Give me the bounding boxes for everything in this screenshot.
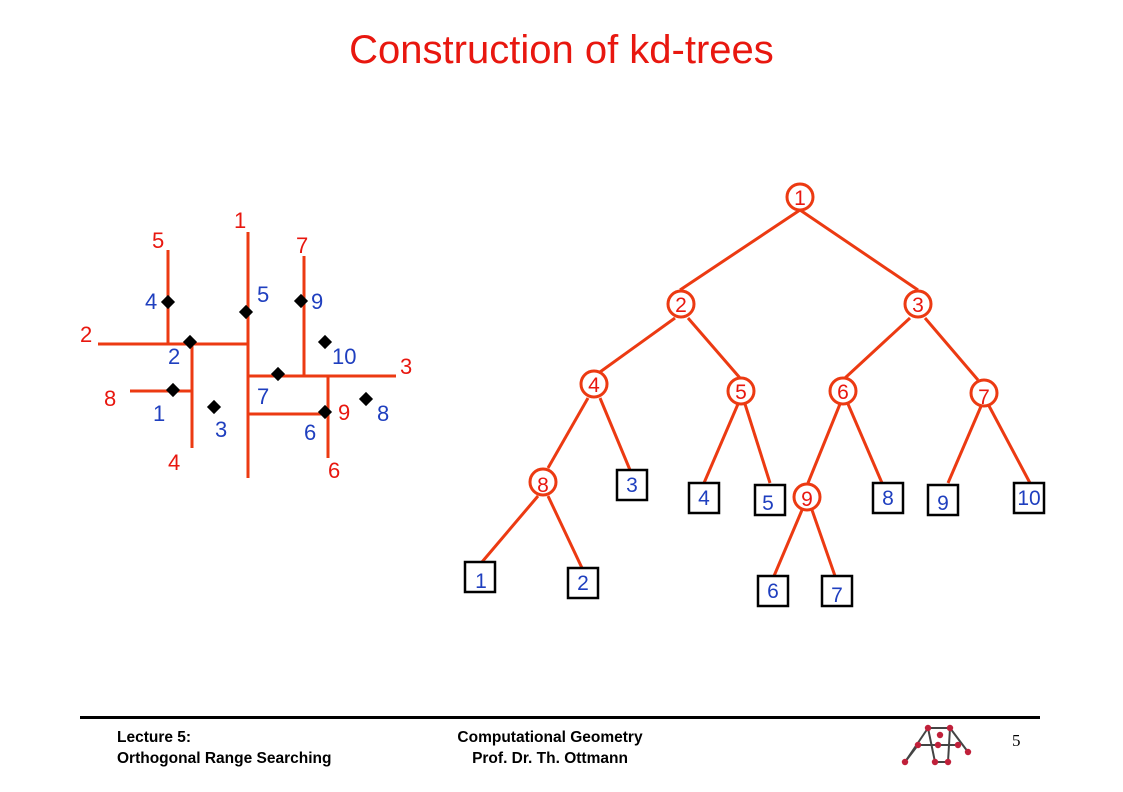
tree-node-labels: 1 2 3 4 5 6 7 8 9 bbox=[537, 187, 990, 511]
tree-node-label-8: 8 bbox=[537, 474, 549, 497]
split-label-8: 8 bbox=[104, 386, 116, 411]
tree-leaf-9 bbox=[926, 483, 960, 517]
tree-leaf-label-2: 2 bbox=[577, 572, 589, 595]
footer-course-line1: Computational Geometry bbox=[457, 729, 643, 746]
point-label-7: 7 bbox=[257, 384, 269, 409]
tree-leaf-1 bbox=[463, 560, 497, 594]
tree-internal-nodes bbox=[528, 182, 999, 512]
point-marker-4 bbox=[160, 294, 176, 310]
tree-node-3 bbox=[903, 289, 933, 319]
tree-node-label-5: 5 bbox=[735, 381, 747, 404]
tree-leaf-label-1: 1 bbox=[475, 570, 487, 593]
network-logo-icon bbox=[901, 724, 972, 766]
tree-leaf-3 bbox=[615, 468, 649, 502]
point-label-8: 8 bbox=[377, 401, 389, 426]
tree-node-label-9: 9 bbox=[801, 488, 813, 511]
point-label-2: 2 bbox=[168, 344, 180, 369]
point-marker-8 bbox=[358, 391, 374, 407]
tree-node-4 bbox=[579, 369, 609, 399]
plane-mixed-labels: 9 bbox=[338, 400, 350, 425]
point-label-6: 6 bbox=[304, 420, 316, 445]
tree-leaf-label-5: 5 bbox=[762, 492, 774, 515]
tree-node-label-4: 4 bbox=[588, 374, 600, 397]
point-marker-10 bbox=[317, 334, 333, 350]
footer-lecture-line2: Orthogonal Range Searching bbox=[117, 750, 332, 767]
tree-leaf-label-3: 3 bbox=[626, 474, 638, 497]
tree-node-label-3: 3 bbox=[912, 294, 924, 317]
footer-course-line2: Prof. Dr. Th. Ottmann bbox=[472, 750, 628, 767]
point-label-5: 5 bbox=[257, 282, 269, 307]
plane-points bbox=[160, 293, 374, 420]
tree-node-label-1: 1 bbox=[794, 187, 806, 210]
split-label-2: 2 bbox=[80, 322, 92, 347]
point-marker-7 bbox=[270, 366, 286, 382]
plane-point-labels: 1 2 3 4 5 6 7 8 9 10 bbox=[145, 282, 389, 445]
tree-leaf-label-10: 10 bbox=[1017, 487, 1040, 510]
split-label-5: 5 bbox=[152, 228, 164, 253]
tree-leaf-6 bbox=[756, 574, 790, 608]
tree-node-label-6: 6 bbox=[837, 381, 849, 404]
tree-node-label-2: 2 bbox=[675, 294, 687, 317]
page-number: 5 bbox=[1012, 731, 1021, 750]
tree-node-8 bbox=[528, 467, 558, 497]
point-marker-3 bbox=[206, 399, 222, 415]
footer-lecture-line1: Lecture 5: bbox=[117, 729, 192, 746]
tree-leaves bbox=[463, 468, 1046, 608]
point-marker-6 bbox=[317, 404, 333, 420]
point-marker-9 bbox=[293, 293, 309, 309]
footer-divider bbox=[80, 716, 1040, 719]
footer-course: Computational Geometry Prof. Dr. Th. Ott… bbox=[425, 727, 675, 769]
tree-leaf-10 bbox=[1012, 481, 1046, 515]
slide-title: Construction of kd-trees bbox=[349, 28, 774, 72]
split-label-7: 7 bbox=[296, 233, 308, 258]
tree-leaf-label-9: 9 bbox=[937, 492, 949, 515]
tree-leaf-label-6: 6 bbox=[767, 580, 779, 603]
split-label-9: 9 bbox=[338, 400, 350, 425]
point-marker-5 bbox=[238, 304, 254, 320]
tree-node-5 bbox=[726, 376, 756, 406]
tree-leaf-label-4: 4 bbox=[698, 487, 710, 510]
tree-node-6 bbox=[828, 376, 858, 406]
tree-edges bbox=[480, 208, 1032, 577]
split-label-4: 4 bbox=[168, 450, 180, 475]
point-label-4: 4 bbox=[145, 289, 157, 314]
split-label-3: 3 bbox=[400, 354, 412, 379]
tree-leaf-2 bbox=[566, 566, 600, 600]
point-label-3: 3 bbox=[215, 417, 227, 442]
plane-subdivision bbox=[98, 232, 396, 478]
point-label-10: 10 bbox=[332, 344, 356, 369]
point-marker-1 bbox=[165, 382, 181, 398]
footer-lecture: Lecture 5: Orthogonal Range Searching bbox=[117, 727, 331, 769]
tree-leaf-4 bbox=[687, 481, 721, 515]
point-marker-2 bbox=[182, 334, 198, 350]
tree-leaf-8 bbox=[871, 481, 905, 515]
tree-leaf-5 bbox=[753, 483, 787, 517]
tree-leaf-labels: 1 2 3 4 5 6 7 8 9 10 bbox=[475, 474, 1041, 607]
split-label-1: 1 bbox=[234, 208, 246, 233]
split-label-6: 6 bbox=[328, 458, 340, 483]
point-label-9: 9 bbox=[311, 289, 323, 314]
tree-leaf-covers bbox=[753, 483, 960, 608]
point-label-1: 1 bbox=[153, 401, 165, 426]
tree-node-label-7: 7 bbox=[978, 386, 990, 409]
plane-split-labels: 1 2 3 4 5 6 7 8 bbox=[80, 208, 412, 483]
tree-leaf-7 bbox=[820, 574, 854, 608]
tree-node-1 bbox=[785, 182, 815, 212]
tree-leaf-label-7: 7 bbox=[831, 584, 843, 607]
tree-node-2 bbox=[666, 289, 696, 319]
tree-leaf-label-8: 8 bbox=[882, 487, 894, 510]
tree-node-9 bbox=[792, 482, 822, 512]
tree-node-7 bbox=[969, 378, 999, 408]
